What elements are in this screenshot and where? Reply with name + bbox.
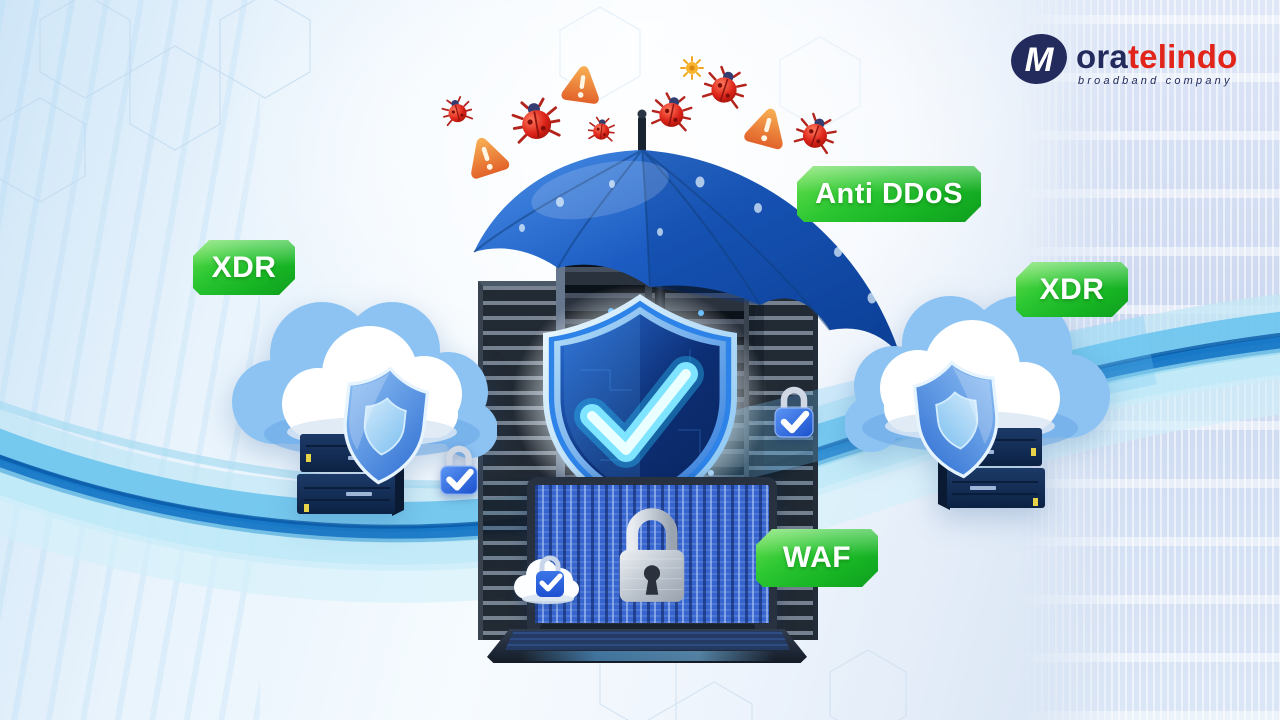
badge-waf: WAF — [756, 529, 878, 587]
badge-waf-label: WAF — [782, 541, 852, 574]
laptop-hinge — [540, 624, 755, 631]
badge-xdr-right-label: XDR — [1039, 272, 1105, 306]
logo-name-part2: telindo — [1127, 38, 1238, 75]
shield-check-icon — [512, 284, 768, 516]
svg-text:M: M — [1025, 41, 1055, 79]
bug-virus-icon — [587, 115, 617, 145]
bug-virus-icon — [648, 88, 695, 135]
cloud-lock-icon — [514, 555, 579, 604]
virus-icon — [680, 56, 704, 80]
padlock-icon — [619, 508, 685, 602]
padlock-check-icon — [433, 441, 485, 499]
laptop-screen — [527, 477, 777, 631]
logo-tagline: broadband company — [1078, 75, 1233, 87]
moratelindo-m-icon: M — [1011, 34, 1067, 84]
badge-anti-ddos-label: Anti DDoS — [815, 177, 963, 210]
laptop-reflection — [520, 651, 775, 661]
badge-xdr-left: XDR — [193, 240, 295, 295]
bug-virus-icon — [508, 93, 564, 149]
laptop-keyboard — [505, 631, 790, 650]
padlock-check-icon — [768, 381, 820, 443]
badge-xdr-right: XDR — [1016, 262, 1128, 317]
badge-xdr-left-label: XDR — [211, 250, 277, 284]
badge-anti-ddos: Anti DDoS — [797, 166, 981, 222]
logo-name-part1: ora — [1076, 38, 1128, 75]
warning-triangle-icon — [557, 59, 607, 109]
logo-text: oratelindo broadband company — [1076, 40, 1238, 87]
cloud-security-right — [845, 296, 1110, 510]
moratelindo-logo: M oratelindo broadband company — [1008, 28, 1238, 90]
logo-name: oratelindo — [1076, 40, 1238, 73]
cloud-security-left — [232, 302, 497, 516]
